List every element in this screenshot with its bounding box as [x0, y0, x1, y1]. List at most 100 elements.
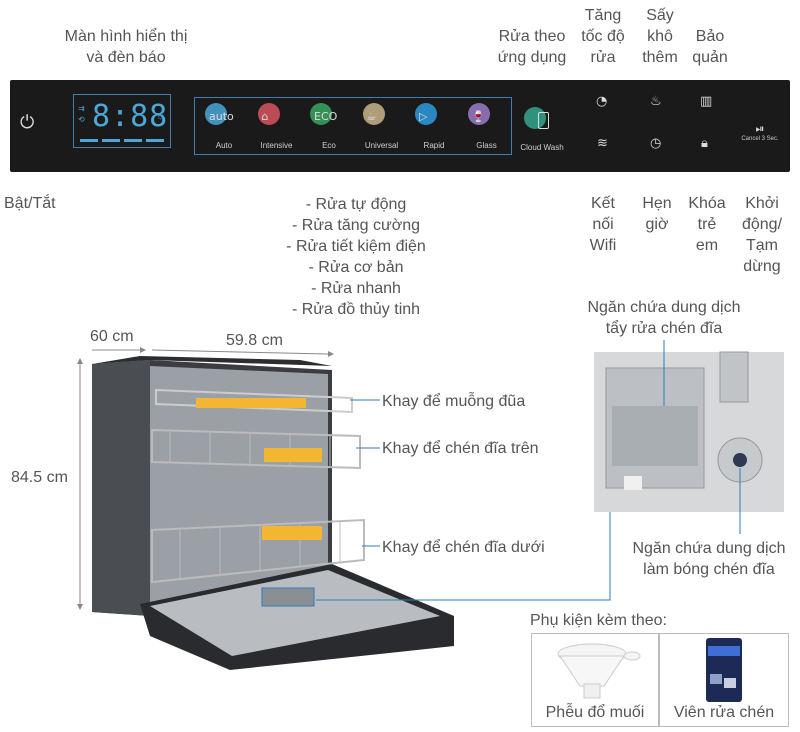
- program-button-intensive[interactable]: ⌂Intensive: [252, 98, 302, 154]
- upper-rack-handle: [264, 448, 322, 462]
- cloud-wash-label: Cloud Wash: [520, 143, 564, 152]
- label-child-lock: Khóa trẻ em: [684, 193, 730, 256]
- height-arrow-bottom: [77, 604, 83, 610]
- door-inner: [150, 570, 440, 656]
- program-icon: ▷: [419, 110, 428, 123]
- program-list-item: - Rửa tiết kiệm điện: [286, 238, 426, 255]
- label-extra-dry-line2: khô: [647, 28, 673, 45]
- label-detergent: Ngăn chứa dung dịch tẩy rửa chén đĩa: [574, 297, 754, 339]
- program-list: - Rửa tự động - Rửa tăng cường - Rửa tiết …: [276, 194, 436, 320]
- label-start-pause-line3: Tạm: [746, 237, 778, 254]
- label-speed-up-line1: Tăng: [584, 7, 622, 24]
- depth-arrow: [140, 347, 146, 353]
- label-app-wash: Rửa theo ứng dụng: [492, 26, 572, 68]
- extra-dry-icon[interactable]: ♨: [650, 94, 662, 109]
- program-icon: ECO: [314, 110, 338, 123]
- label-speed-up-line2: tốc độ: [581, 28, 625, 45]
- cutlery-tray: [155, 388, 353, 414]
- label-speed-up-line3: rửa: [590, 49, 616, 66]
- dishwasher-illustration: [77, 340, 784, 670]
- speed-up-icon[interactable]: ◔: [596, 94, 608, 109]
- label-extra-dry: Sấy khô thêm: [634, 5, 686, 68]
- program-list-item: - Rửa nhanh: [311, 280, 401, 297]
- display-digits: 8:88: [92, 99, 169, 134]
- program-blob: [362, 103, 385, 125]
- rinse-aid-center: [733, 453, 747, 467]
- program-label: Eco: [322, 141, 336, 150]
- label-detergent-tablets: Viên rửa chén: [673, 704, 775, 721]
- storage-icon[interactable]: ▥: [700, 94, 713, 109]
- label-app-wash-line1: Rửa theo: [498, 28, 566, 45]
- label-detergent-line2: tẩy rửa chén đĩa: [605, 320, 723, 337]
- program-list-item: - Rửa tăng cường: [292, 217, 420, 234]
- program-label: Glass: [476, 141, 497, 150]
- dim-width: 59.8 cm: [226, 332, 283, 349]
- label-accessories: Phụ kiện kèm theo:: [530, 612, 667, 629]
- dishwasher-side: [92, 360, 150, 616]
- program-button-universal[interactable]: ☕ Universal: [357, 98, 407, 154]
- program-blob: [257, 103, 280, 125]
- dim-height: 84.5 cm: [11, 469, 68, 486]
- child-lock-icon[interactable]: 🔒︎: [701, 136, 708, 151]
- program-label: Intensive: [260, 141, 293, 150]
- start-pause-button[interactable]: ⏯ Cancel 3 Sec.: [736, 122, 784, 142]
- program-list-item: - Rửa tự động: [305, 196, 407, 213]
- cloud-wash-button[interactable]: Cloud Wash: [518, 104, 568, 154]
- label-storage: Bảo quản: [686, 26, 734, 68]
- lower-rack-handle: [262, 526, 322, 540]
- refresh-icon: ⟲: [78, 115, 85, 124]
- label-display-line1: Màn hình hiển thị: [64, 28, 188, 45]
- cancel-label: Cancel 3 Sec.: [741, 136, 779, 142]
- dishwasher-top: [92, 356, 332, 366]
- dispenser-hinge: [719, 351, 749, 403]
- dispenser-on-door: [261, 587, 315, 607]
- height-arrow-top: [77, 358, 83, 364]
- program-blob: [205, 103, 227, 125]
- label-wifi: Kết nối Wifi: [580, 193, 626, 256]
- tablets-pack-icon: [706, 638, 742, 702]
- phone-icon: [538, 112, 549, 129]
- program-icon: ☕: [366, 110, 377, 123]
- program-label: Auto: [215, 141, 233, 150]
- program-label: Universal: [364, 141, 399, 150]
- label-rinse-aid-line2: làm bóng chén đĩa: [643, 561, 775, 578]
- label-start-pause-line4: dừng: [743, 258, 781, 275]
- label-lower-rack: Khay để chén đĩa dưới: [382, 539, 545, 556]
- tub-interior: [150, 366, 328, 610]
- detergent-lid: [612, 406, 698, 466]
- label-timer-line2: giờ: [645, 216, 669, 233]
- control-panel: [10, 80, 790, 172]
- program-button-glass[interactable]: 🍷Glass: [462, 98, 512, 154]
- label-wifi-line1: Kết: [590, 195, 615, 212]
- program-button-rapid[interactable]: ▷ Rapid: [409, 98, 459, 154]
- program-list-item: - Rửa cơ bản: [308, 259, 404, 276]
- label-cutlery-tray: Khay để muỗng đũa: [382, 393, 526, 410]
- label-power: Bật/Tắt: [4, 195, 56, 212]
- power-icon[interactable]: ⏻: [20, 112, 35, 133]
- label-start-pause-line2: động/: [741, 216, 783, 233]
- label-timer: Hẹn giờ: [634, 193, 680, 235]
- dim-depth: 60 cm: [90, 328, 134, 345]
- label-timer-line1: Hẹn: [642, 195, 672, 212]
- label-speed-up: Tăng tốc độ rửa: [574, 5, 632, 68]
- label-child-lock-line3: em: [695, 237, 719, 254]
- program-label: Rapid: [423, 141, 445, 150]
- label-storage-line2: quản: [692, 49, 728, 66]
- label-app-wash-line2: ứng dụng: [497, 49, 567, 66]
- timer-icon[interactable]: ◷: [650, 136, 662, 151]
- width-dim-line: [151, 349, 329, 355]
- program-button-eco[interactable]: ECO Eco: [304, 98, 354, 154]
- label-wifi-line2: nối: [592, 216, 614, 233]
- funnel-icon: [557, 643, 641, 699]
- label-storage-line1: Bảo: [695, 28, 725, 45]
- program-blob: [310, 103, 332, 125]
- sun-icon: ☼: [156, 111, 166, 122]
- label-start-pause: Khởi động/ Tạm dừng: [734, 193, 790, 277]
- cutlery-tray-handle: [196, 398, 306, 408]
- wifi-icon[interactable]: ≋: [597, 136, 608, 151]
- label-child-lock-line2: trẻ: [697, 216, 717, 233]
- program-blob: [415, 103, 437, 125]
- leader-door: [316, 512, 611, 601]
